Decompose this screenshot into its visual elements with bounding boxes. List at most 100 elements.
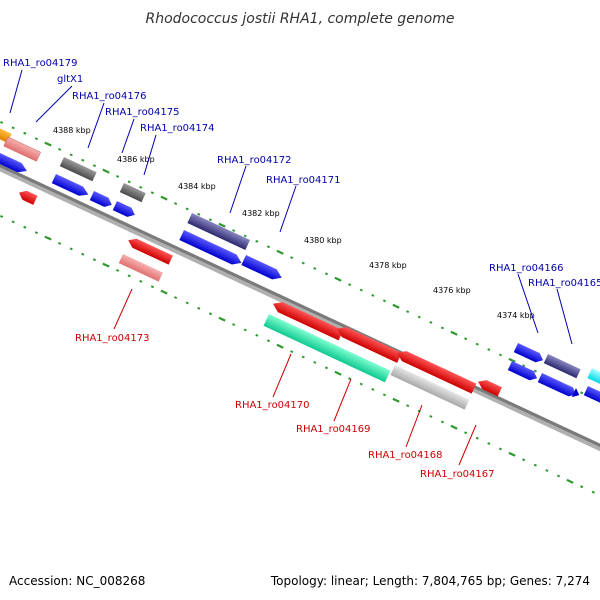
gene-feature-red-2[interactable]	[271, 299, 344, 341]
track-tick	[522, 364, 526, 368]
gene-feature-pink-1[interactable]	[118, 253, 163, 282]
gene-label-ro04176[interactable]: RHA1_ro04176	[72, 91, 147, 102]
track-tick	[406, 404, 410, 408]
gene-feature-blue-3[interactable]	[112, 201, 137, 219]
gene-label-ro04175[interactable]: RHA1_ro04175	[105, 107, 180, 118]
track-tick	[57, 147, 62, 151]
track-tick	[580, 485, 584, 489]
gene-label-ro04170[interactable]: RHA1_ro04170	[235, 400, 310, 411]
track-tick	[487, 348, 491, 352]
track-tick	[301, 355, 305, 359]
track-tick	[522, 458, 526, 462]
track-tick	[185, 207, 189, 211]
gene-feature-grey-1[interactable]	[59, 157, 97, 182]
gene-feature-blue-1[interactable]	[51, 174, 91, 199]
track-tick	[382, 299, 387, 303]
track-tick	[11, 220, 15, 224]
kbp-label-4378: 4378 kbp	[369, 261, 407, 270]
gene-feature-purple-1[interactable]	[187, 213, 251, 251]
track-tick	[44, 141, 52, 147]
gene-feature-red-4[interactable]	[395, 348, 477, 394]
track-tick	[11, 126, 15, 130]
track-tick	[255, 333, 259, 337]
gene-feature-pink-top[interactable]	[3, 136, 41, 162]
track-tick	[173, 202, 178, 206]
track-tick	[255, 239, 259, 243]
track-tick	[23, 131, 27, 135]
kbp-label-4376: 4376 kbp	[433, 286, 471, 295]
gene-feature-red-3[interactable]	[335, 324, 402, 363]
track-tick	[313, 360, 317, 364]
gene-feature-blue-8[interactable]	[537, 373, 578, 399]
gene-feature-blue-5[interactable]	[241, 255, 284, 283]
gene-label-ro04167[interactable]: RHA1_ro04167	[420, 469, 495, 480]
gene-label-ro04174[interactable]: RHA1_ro04174	[140, 123, 215, 134]
track-tick	[464, 337, 468, 341]
track-tick	[197, 212, 201, 216]
track-tick	[160, 289, 168, 295]
forward-gene-labels: RHA1_ro04179 gltX1 RHA1_ro04176 RHA1_ro0…	[3, 58, 600, 345]
track-tick	[243, 234, 247, 238]
gene-label-ro04173[interactable]: RHA1_ro04173	[75, 333, 150, 344]
track-tick	[475, 436, 479, 440]
gene-label-ro04168[interactable]: RHA1_ro04168	[368, 450, 443, 461]
track-tick	[545, 469, 549, 473]
track-tick	[359, 382, 363, 386]
track-tick	[392, 397, 400, 403]
gene-feature-blue-arrow[interactable]	[571, 388, 582, 400]
gene-label-gltX1[interactable]: gltX1	[57, 74, 83, 85]
track-tick	[23, 225, 27, 229]
gene-label-ro04166[interactable]: RHA1_ro04166	[489, 263, 564, 274]
track-tick	[208, 218, 213, 222]
gene-feature-red-1[interactable]	[126, 236, 173, 265]
track-tick	[150, 191, 155, 195]
kbp-labels: 4388 kbp 4386 kbp 4384 kbp 4382 kbp 4380…	[53, 126, 535, 320]
track-tick	[218, 316, 226, 322]
track-tick	[498, 447, 503, 451]
gene-feature-blue-left[interactable]	[0, 149, 29, 176]
track-tick	[92, 164, 97, 168]
gene-feature-red-5[interactable]	[476, 377, 502, 397]
track-tick	[464, 431, 468, 435]
gene-feature-blue-9[interactable]	[583, 386, 600, 406]
gene-label-ro04179[interactable]: RHA1_ro04179	[3, 58, 78, 69]
map-title: Rhodococcus jostii RHA1, complete genome	[145, 11, 454, 27]
track-tick	[429, 320, 433, 324]
track-tick	[139, 279, 143, 283]
track-tick	[276, 343, 284, 349]
track-tick	[150, 285, 155, 289]
gene-label-ro04172[interactable]: RHA1_ro04172	[217, 155, 292, 166]
accession-text: Accession: NC_008268	[9, 574, 145, 588]
gene-feature-blue-7[interactable]	[507, 361, 539, 383]
track-tick	[266, 339, 271, 343]
gene-feature-blue-4[interactable]	[179, 230, 243, 268]
track-tick	[81, 252, 85, 256]
gene-feature-blue-2[interactable]	[89, 191, 114, 209]
gene-label-ro04165[interactable]: RHA1_ro04165	[528, 278, 600, 289]
gene-feature-teal-1[interactable]	[263, 314, 391, 383]
gene-features	[0, 125, 600, 410]
track-tick	[173, 296, 178, 300]
gene-feature-lightgrey-1[interactable]	[390, 365, 470, 410]
track-tick	[232, 323, 236, 327]
gene-feature-cyan-1[interactable]	[587, 368, 600, 387]
track-tick	[266, 245, 271, 249]
track-tick	[487, 442, 491, 446]
track-tick	[208, 312, 213, 316]
track-tick	[102, 262, 110, 268]
track-tick	[115, 174, 120, 178]
gene-feature-blue-6[interactable]	[513, 343, 545, 365]
gene-feature-grey-2[interactable]	[119, 183, 146, 203]
kbp-label-4388: 4388 kbp	[53, 126, 91, 135]
gene-label-ro04169[interactable]: RHA1_ro04169	[296, 424, 371, 435]
track-tick	[276, 249, 284, 255]
gene-label-ro04171[interactable]: RHA1_ro04171	[266, 175, 341, 186]
track-tick	[392, 303, 400, 309]
track-tick	[324, 366, 329, 370]
track-tick	[406, 310, 410, 314]
kbp-label-4384: 4384 kbp	[178, 182, 216, 191]
gene-feature-orange[interactable]	[0, 125, 12, 143]
gene-feature-purple-2[interactable]	[543, 354, 581, 379]
gene-feature-red-small[interactable]	[17, 188, 38, 205]
